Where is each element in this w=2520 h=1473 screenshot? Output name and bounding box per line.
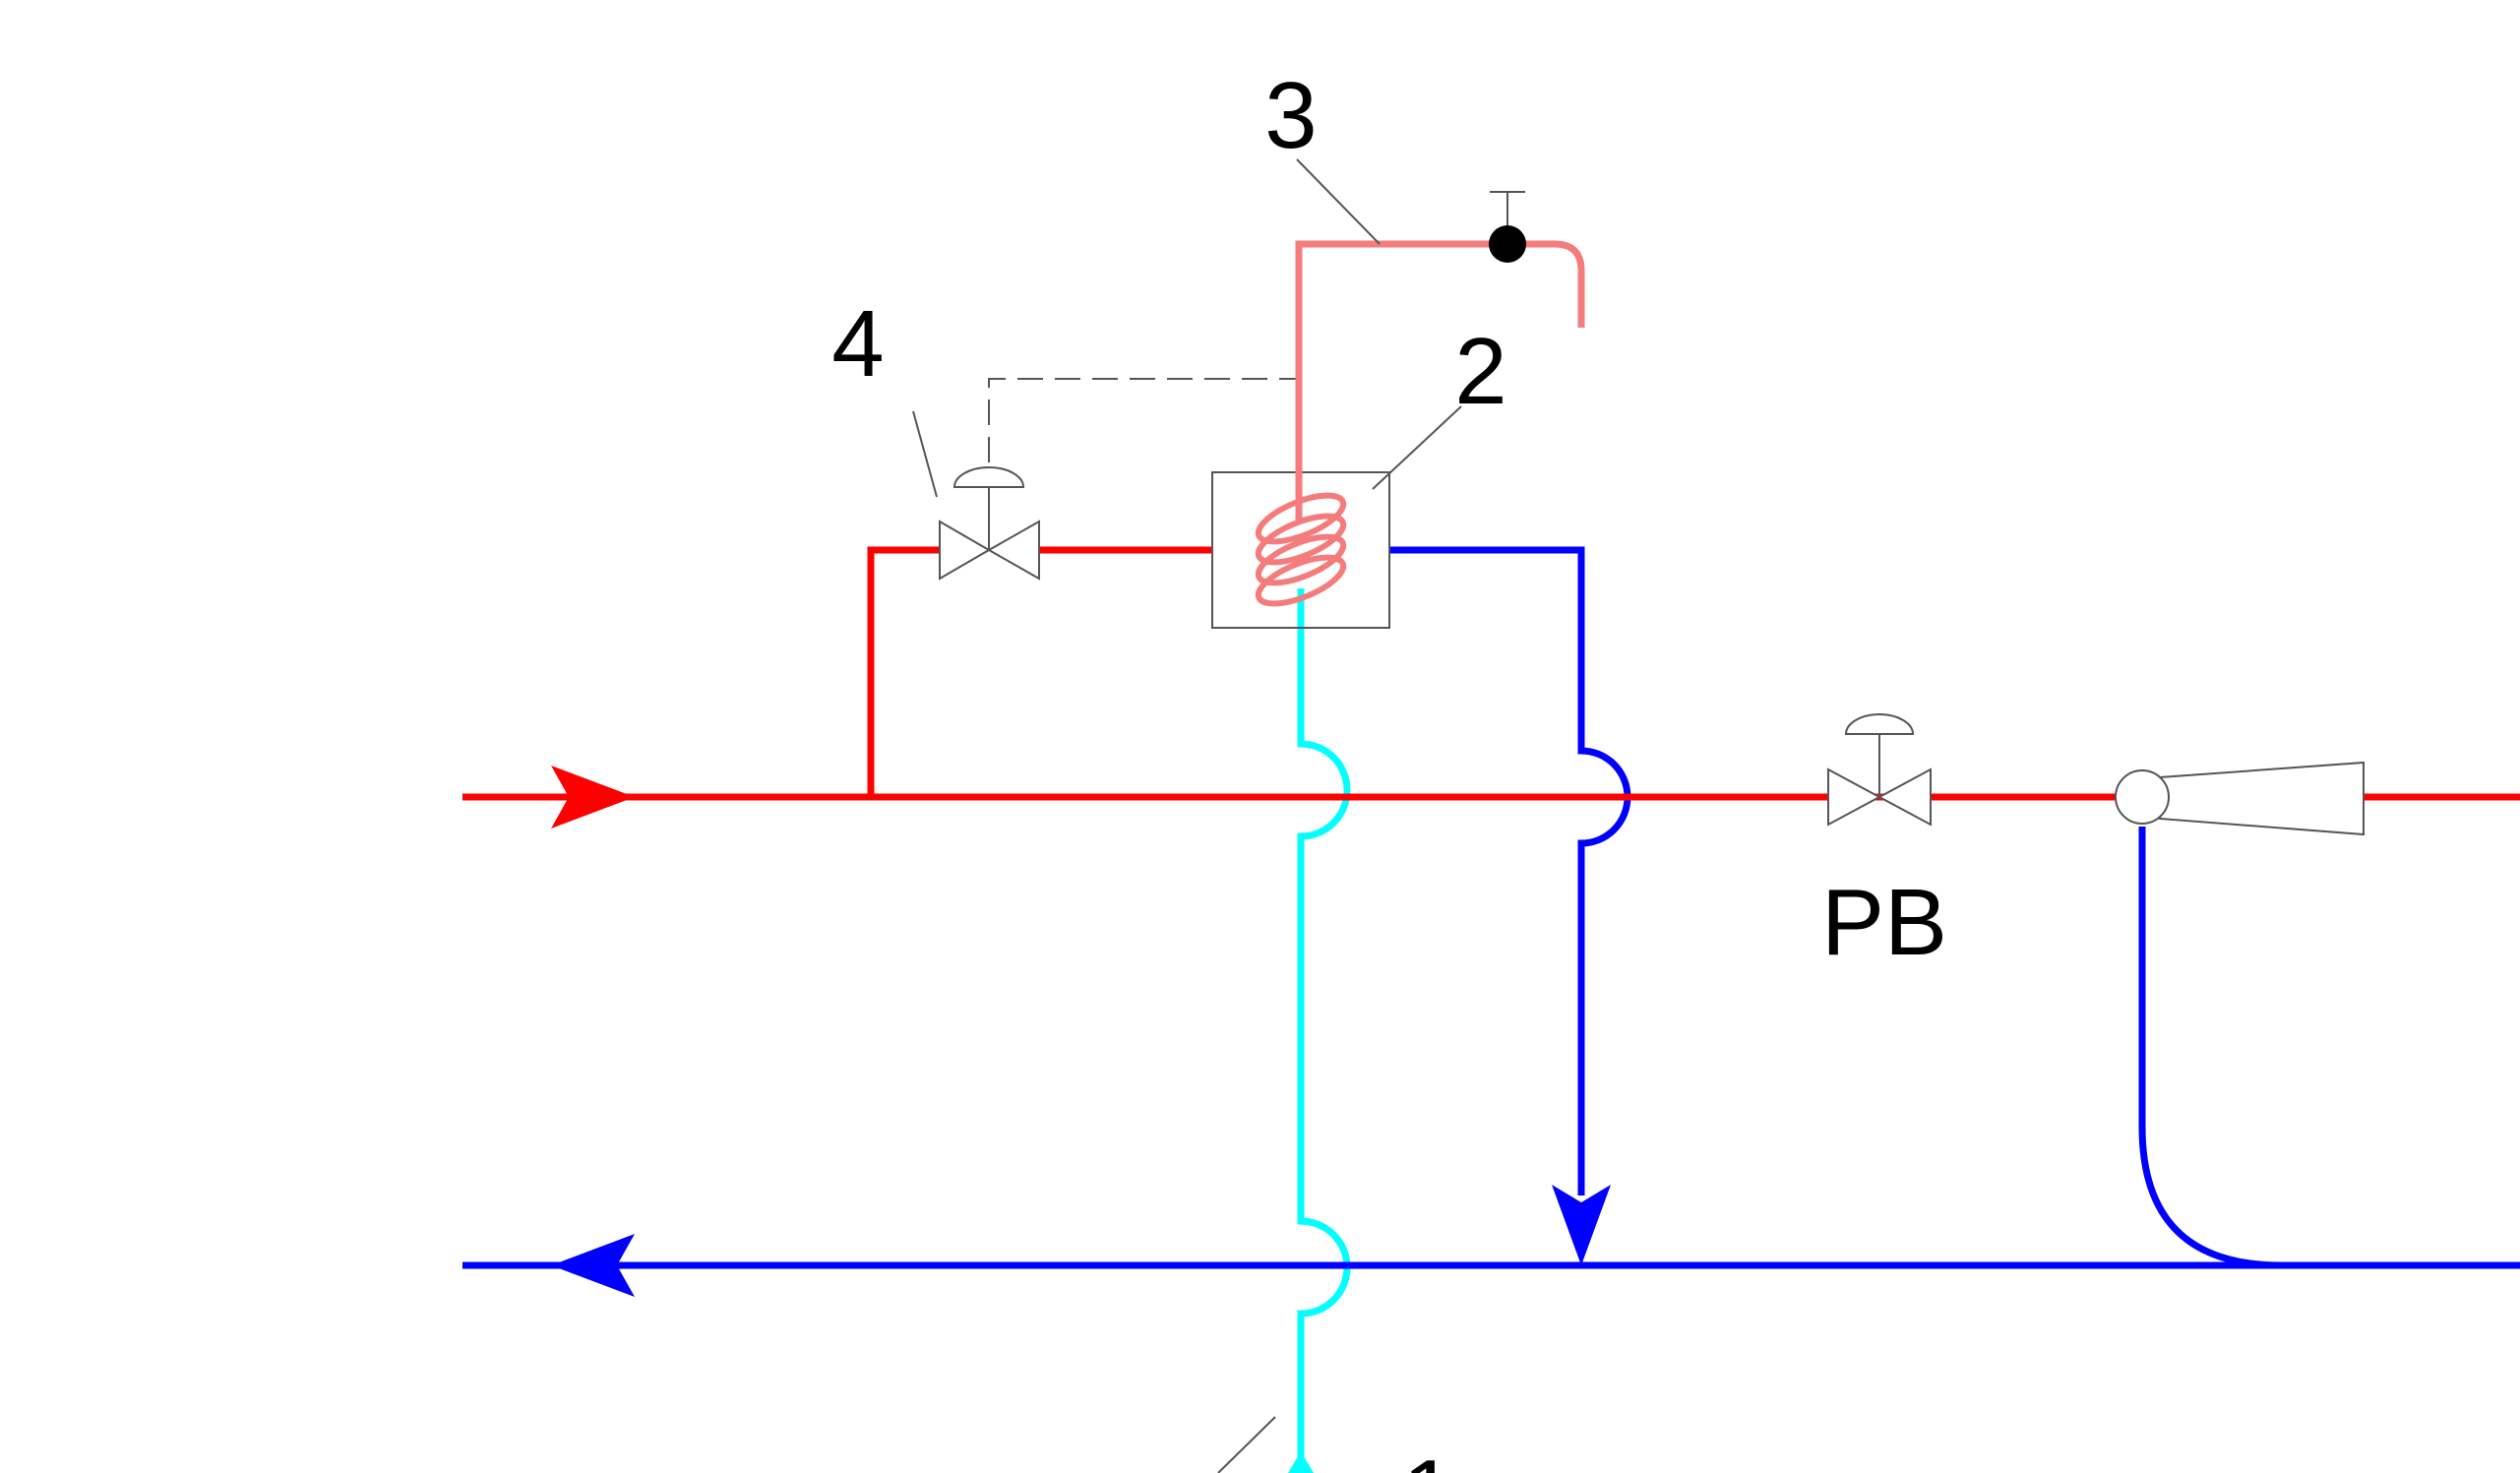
- label-pb: PB: [1821, 870, 1947, 975]
- heating-coil: [1255, 492, 1347, 607]
- supply-flow-arrow: [551, 766, 635, 829]
- jet-pump: [2115, 761, 2365, 836]
- cold-water-line: [1297, 588, 1351, 1473]
- label-item-2: 2: [1454, 319, 1506, 424]
- label-item-1: 1: [1402, 1441, 1454, 1473]
- return-flow-arrow: [551, 1234, 635, 1297]
- cold-water-arrow: [1288, 1451, 1314, 1473]
- balancing-valve: [1827, 713, 1932, 827]
- jet-pump-return-pipe: [2138, 827, 2282, 1269]
- label-item-3: 3: [1264, 63, 1317, 168]
- valve-impulse-line: [988, 378, 1299, 462]
- hot-water-pipe: [1295, 240, 1585, 522]
- outlet-down-arrow: [1552, 1185, 1611, 1265]
- temperature-sensor: [1489, 191, 1526, 263]
- control-valve: [939, 466, 1040, 581]
- exchanger-primary-inlet-pipe: [867, 546, 940, 797]
- label-item-4: 4: [831, 291, 884, 397]
- leader-lines: [912, 158, 1462, 1473]
- exchanger-primary-outlet-pipe: [1389, 546, 1631, 1196]
